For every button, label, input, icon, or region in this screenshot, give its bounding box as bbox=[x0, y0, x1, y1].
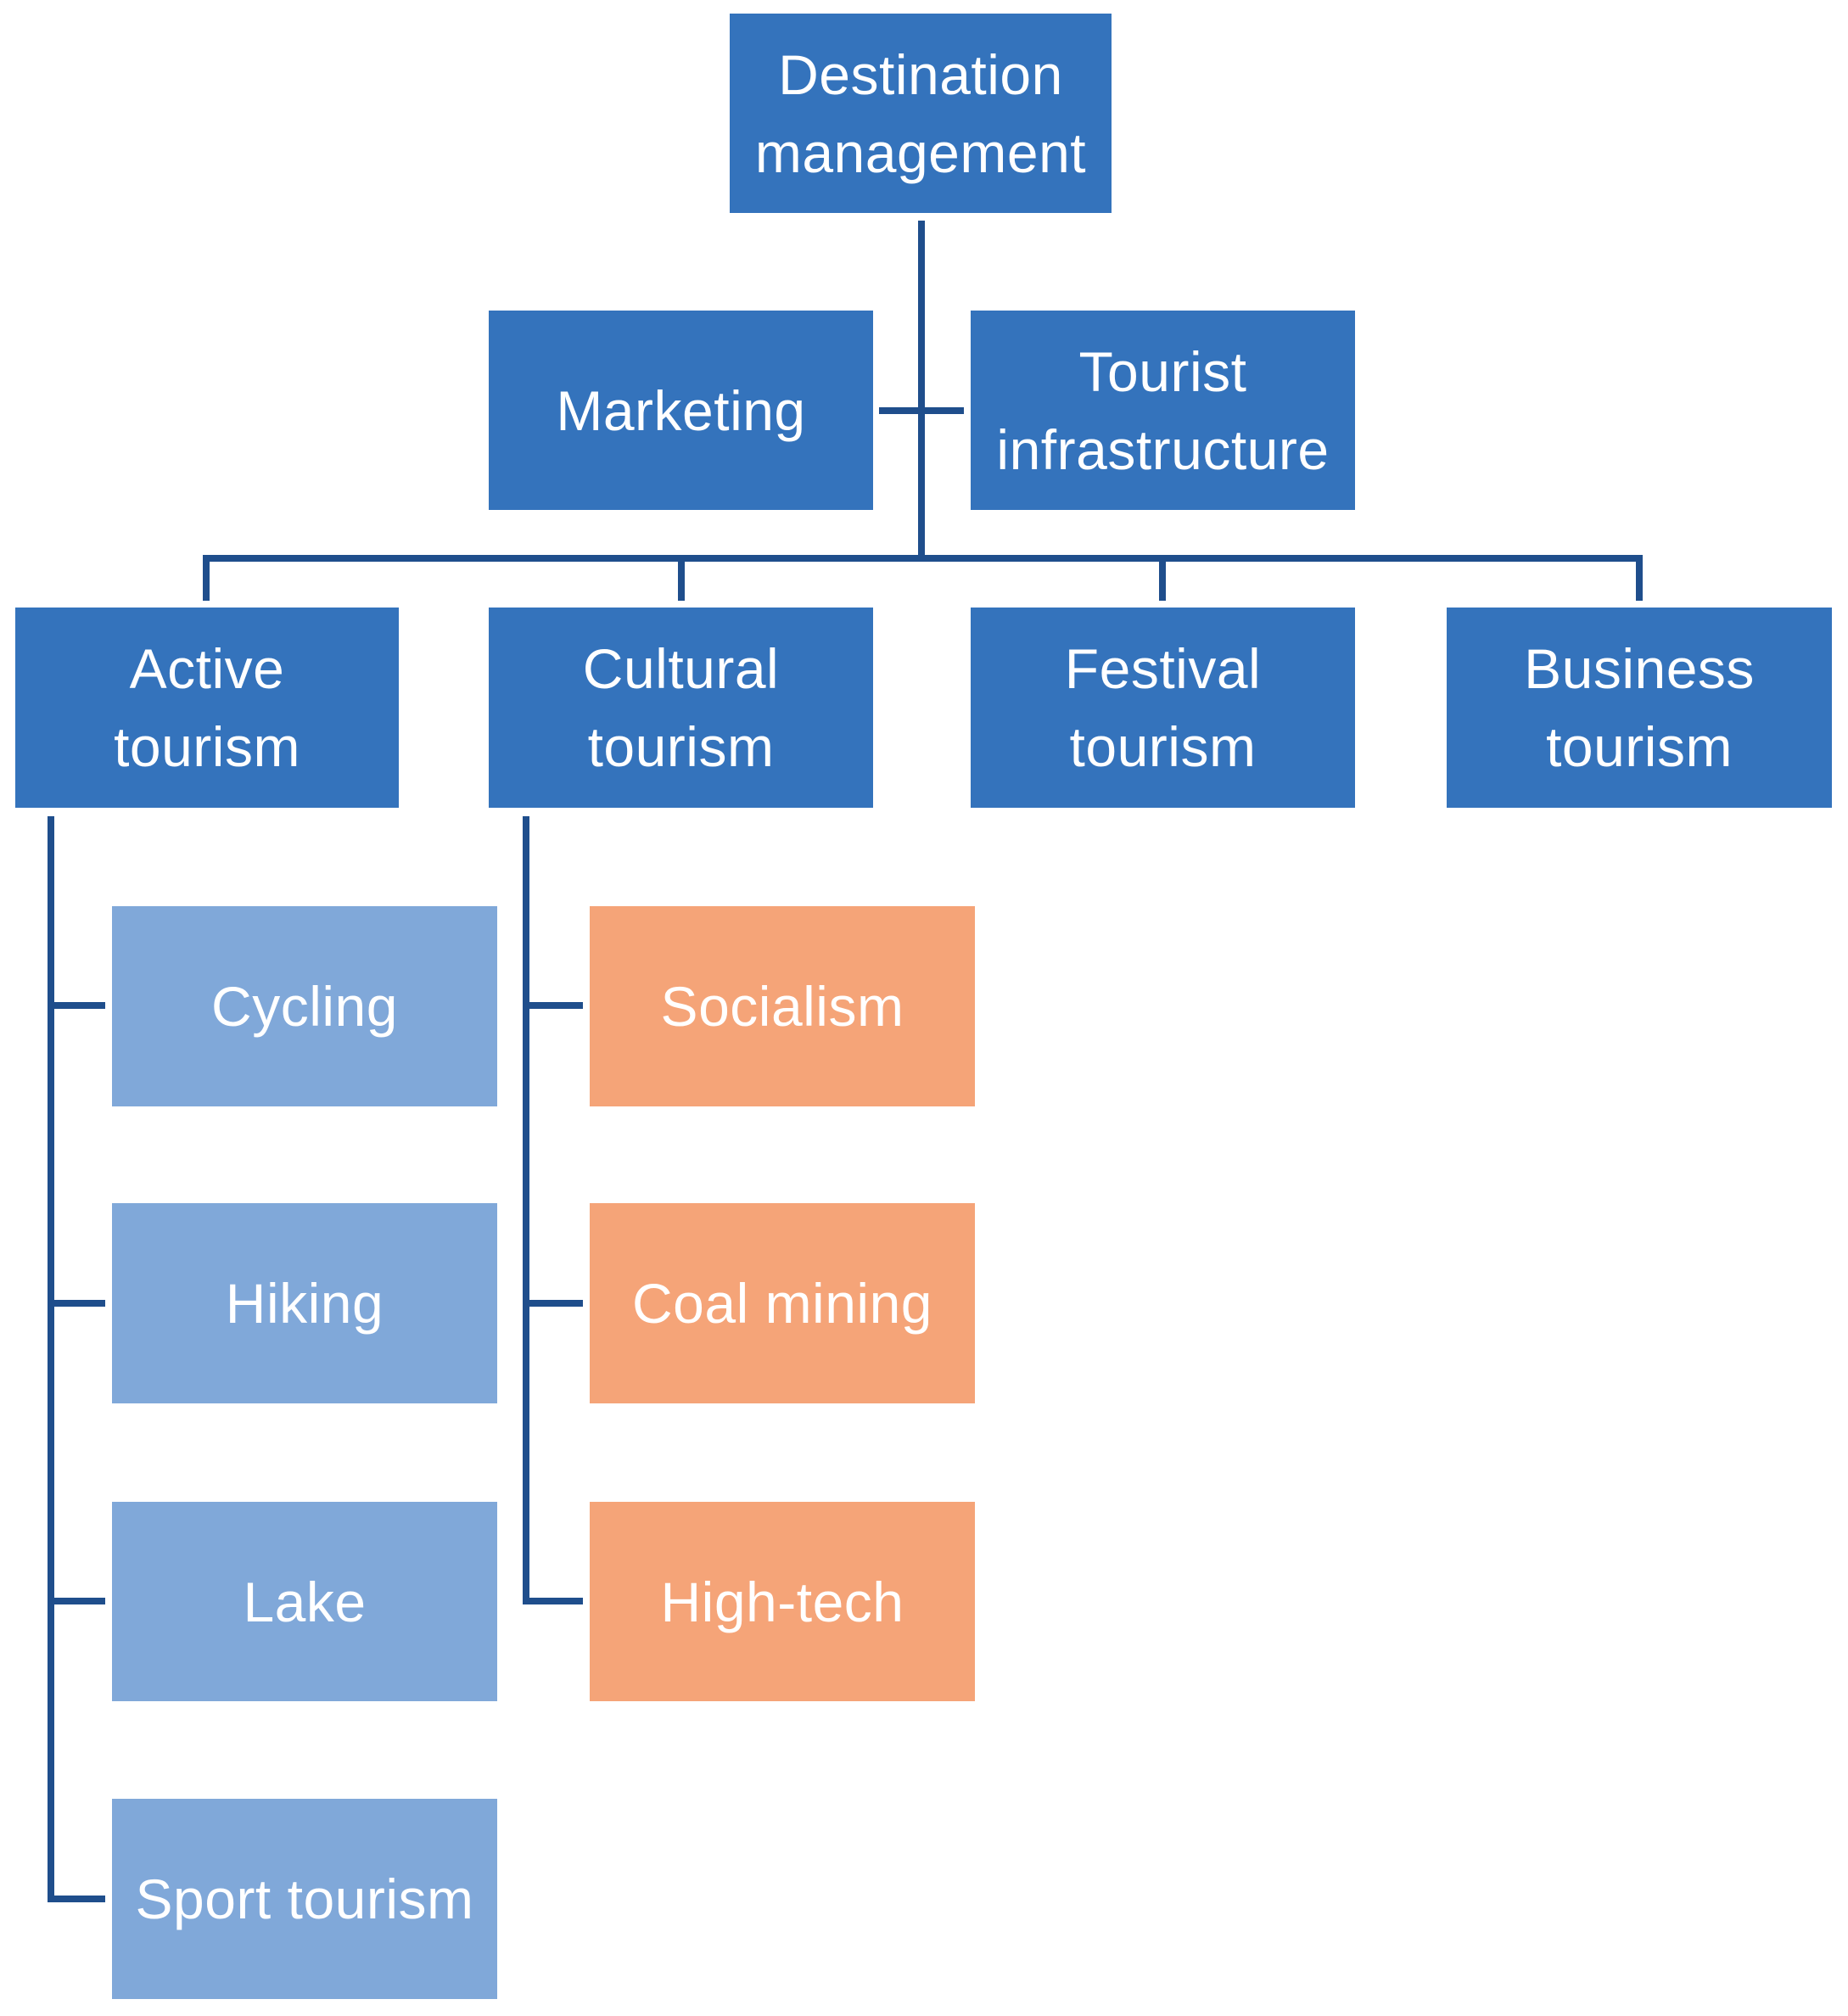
sport-tourism-box: Sport tourism bbox=[112, 1799, 497, 1999]
cycling-box: Cycling bbox=[112, 906, 497, 1106]
coal-mining-box: Coal mining bbox=[590, 1203, 975, 1403]
destination-management-box: Destination management bbox=[730, 14, 1112, 213]
hiking-box: Hiking bbox=[112, 1203, 497, 1403]
sport-tourism-label: Sport tourism bbox=[135, 1868, 474, 1930]
destination-management-label: Destination management bbox=[754, 42, 1087, 184]
lake-label: Lake bbox=[243, 1570, 367, 1633]
socialism-label: Socialism bbox=[660, 975, 904, 1038]
hiking-label: Hiking bbox=[225, 1272, 384, 1335]
high-tech-box: High-tech bbox=[590, 1502, 975, 1701]
high-tech-label: High-tech bbox=[660, 1570, 904, 1633]
tourist-infrastructure-label: Tourist infrastructure bbox=[996, 339, 1330, 481]
coal-mining-label: Coal mining bbox=[632, 1272, 932, 1335]
lake-box: Lake bbox=[112, 1502, 497, 1701]
active-tourism-box: Active tourism bbox=[15, 608, 399, 808]
socialism-box: Socialism bbox=[590, 906, 975, 1106]
marketing-label: Marketing bbox=[556, 378, 806, 442]
active-tourism-label: Active tourism bbox=[114, 637, 300, 778]
tourist-infrastructure-box: Tourist infrastructure bbox=[971, 311, 1355, 510]
cultural-tourism-box: Cultural tourism bbox=[489, 608, 873, 808]
cycling-label: Cycling bbox=[211, 975, 398, 1038]
cultural-tourism-label: Cultural tourism bbox=[582, 637, 780, 778]
marketing-box: Marketing bbox=[489, 311, 873, 510]
business-tourism-label: Business tourism bbox=[1524, 637, 1755, 778]
festival-tourism-label: Festival tourism bbox=[1064, 637, 1262, 778]
business-tourism-box: Business tourism bbox=[1447, 608, 1832, 808]
festival-tourism-box: Festival tourism bbox=[971, 608, 1355, 808]
